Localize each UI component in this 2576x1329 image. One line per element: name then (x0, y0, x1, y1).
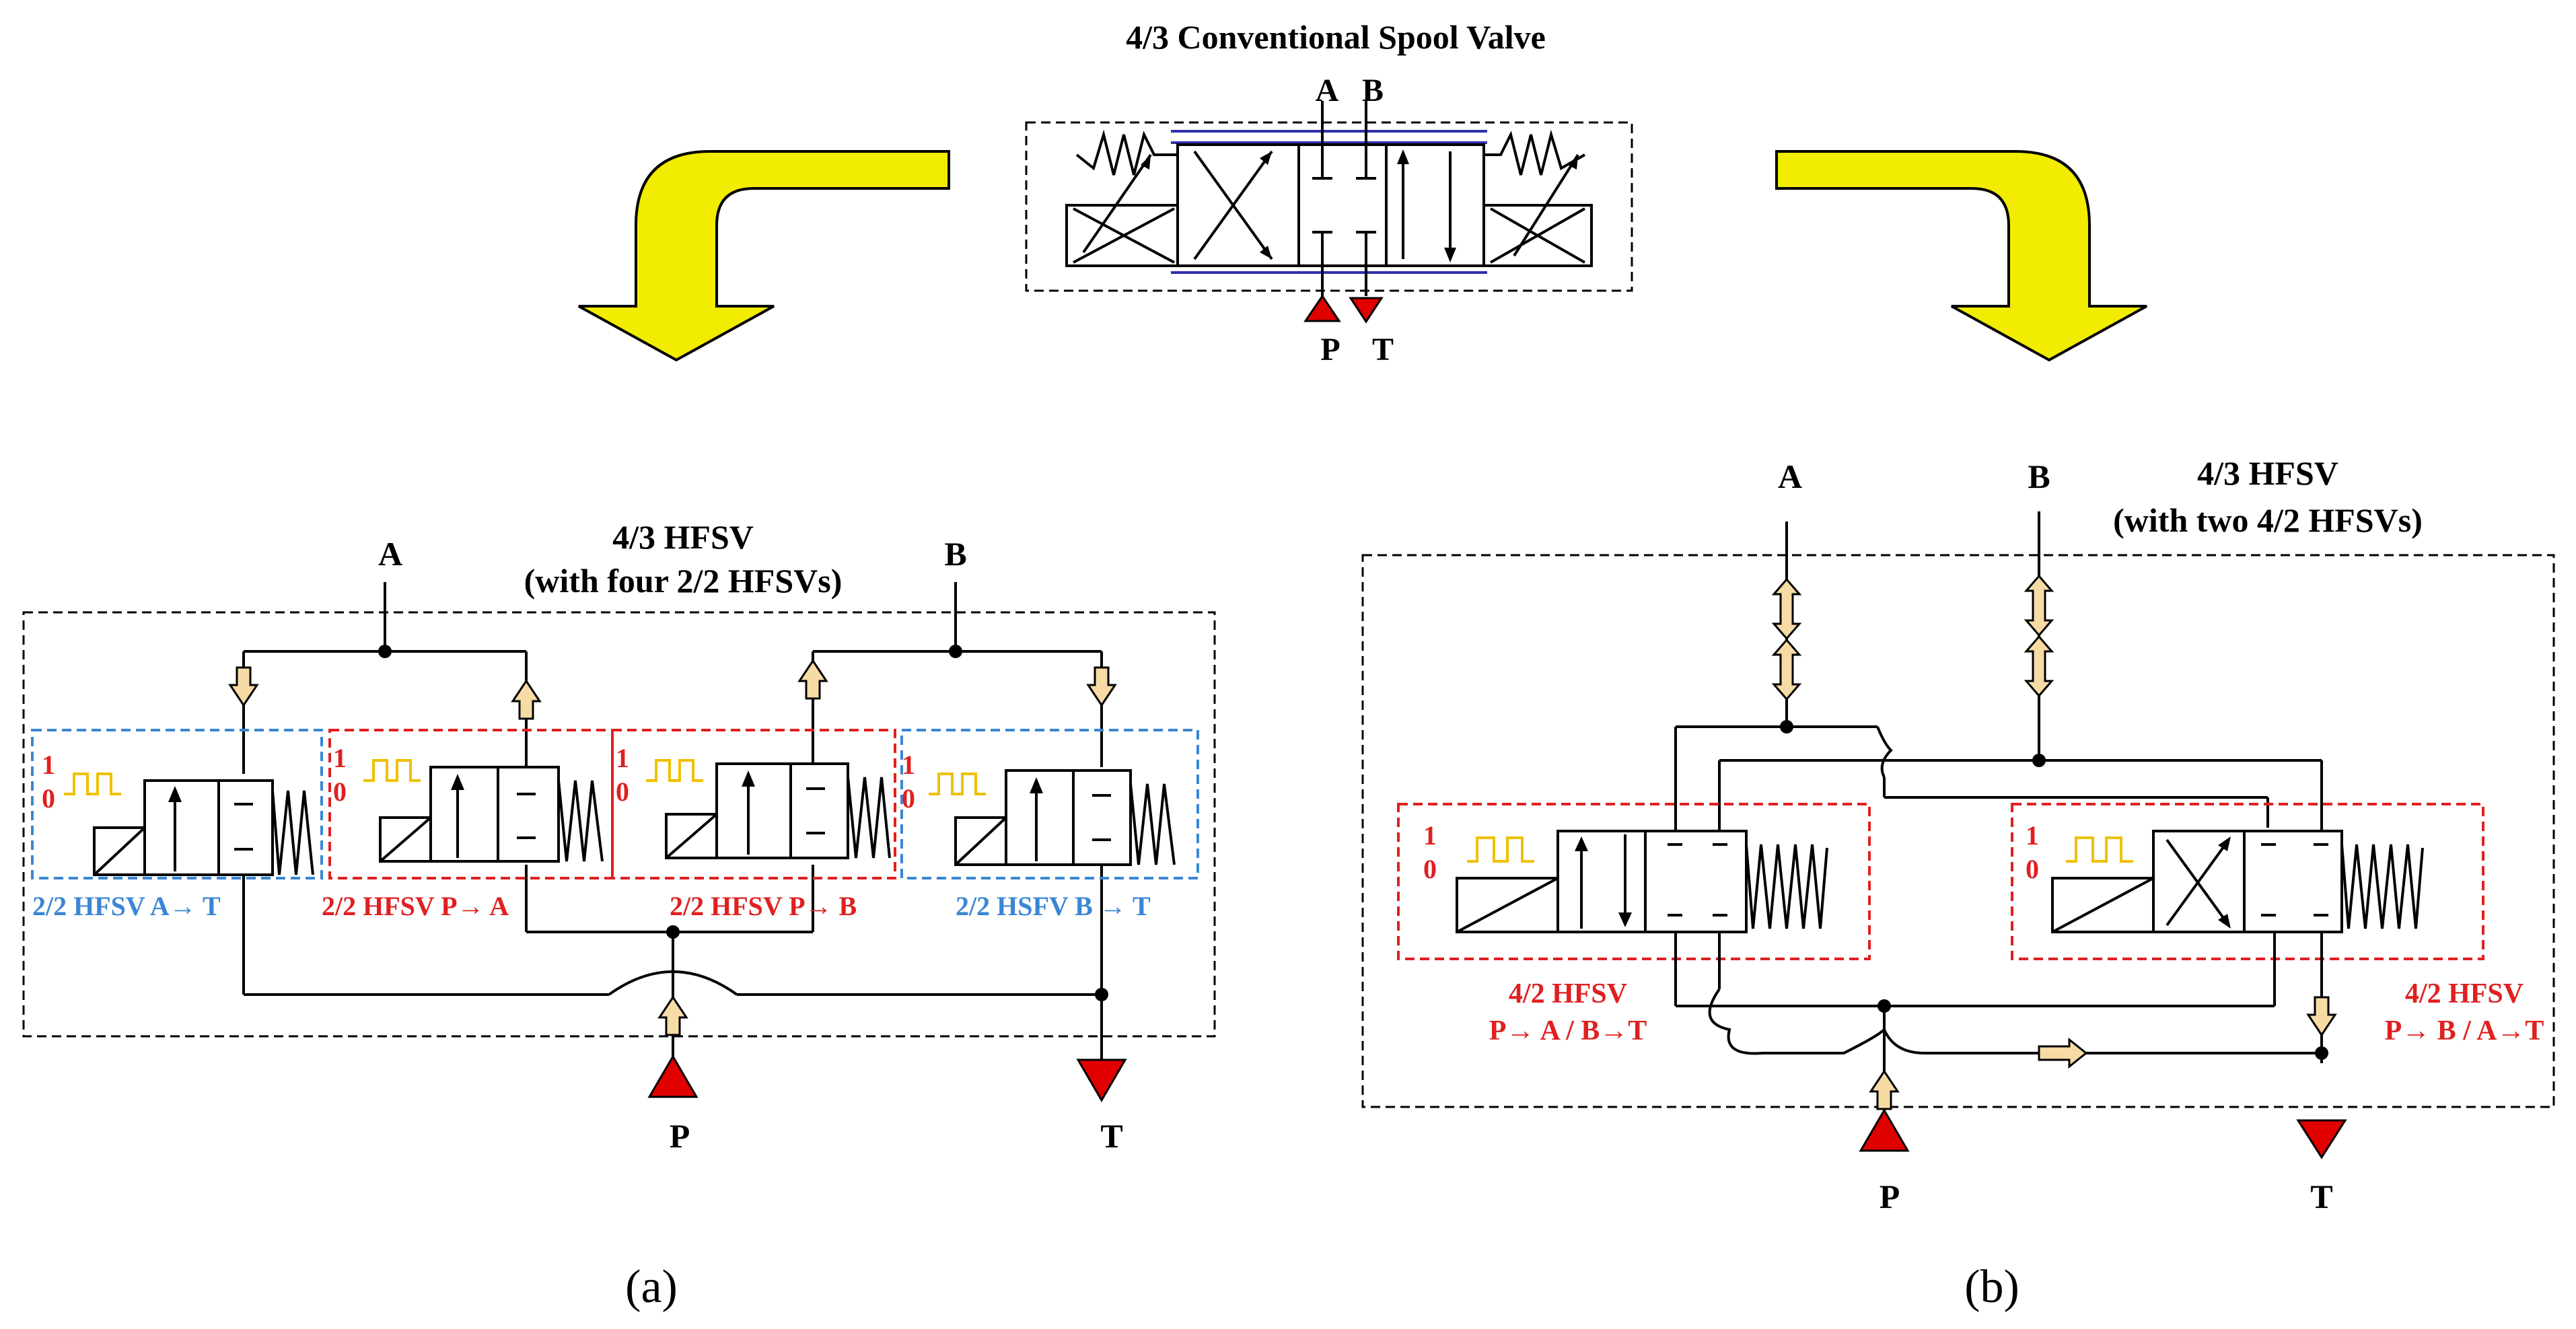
panel-a-port-b: B (944, 535, 966, 573)
right-spring (1484, 129, 1585, 176)
cross-position (1176, 143, 1300, 267)
valve-a-to-t: 1 0 2/2 HFSV A→ T (31, 729, 323, 921)
conventional-valve: 4/3 Conventional Spool Valve (1025, 18, 1633, 367)
valve-b2-label-line1: 4/2 HFSV (2405, 978, 2524, 1009)
top-pressure-port-triangle (1303, 294, 1341, 322)
panel-a-title-line2: (with four 2/2 HFSVs) (524, 562, 843, 600)
spring-3 (847, 777, 891, 859)
panel-a-caption: (a) (625, 1261, 678, 1313)
valve-b1-label-line2: P→ A / B→T (1489, 1015, 1647, 1046)
signal-high-3: 1 (616, 743, 629, 773)
signal-low-4: 0 (902, 783, 915, 814)
panel-a-pressure-triangle (647, 1054, 699, 1098)
flow-arrow-return-b (2038, 1037, 2088, 1069)
valve-4-2-left: 1 0 4/2 HFSV P→ A / B→T (1397, 803, 1871, 1046)
flow-arrow-pressure-b (1869, 1070, 1899, 1110)
left-spring (1075, 129, 1178, 176)
pulse-signal-3 (646, 759, 703, 782)
flow-arrow-port-b-1 (2025, 575, 2053, 637)
panel-a-port-p: P (670, 1117, 690, 1155)
panel-b-caption: (b) (1964, 1261, 2019, 1313)
panel-b-title-line2: (with two 4/2 HFSVs) (2113, 501, 2423, 539)
panel-a-title-line1: 4/3 HFSV (612, 518, 754, 556)
panel-b-port-b: B (2028, 458, 2050, 495)
valve-b2-label-line2: P→ B / A→T (2385, 1015, 2544, 1046)
flow-arrow-port-a-2 (1773, 639, 1801, 701)
top-tank-port-triangle (1349, 297, 1384, 324)
panel-b-port-t: T (2310, 1178, 2332, 1215)
valve-label-a-to-t: 2/2 HFSV A→ T (32, 891, 221, 921)
spring-2 (557, 780, 604, 862)
spring-b2 (2340, 844, 2424, 929)
flow-arrow-p-to-a (511, 680, 541, 720)
signal-high-b2: 1 (2026, 820, 2039, 851)
panel-b-tank-triangle (2296, 1119, 2347, 1159)
panel-a-port-t: T (1100, 1117, 1122, 1155)
valve-label-b-to-t: 2/2 HSFV B → T (956, 891, 1151, 921)
flow-arrow-tank-b (2307, 996, 2336, 1036)
flow-arrow-p-to-b (798, 659, 828, 700)
panel-b-port-p: P (1880, 1178, 1900, 1215)
valve-b-to-t: 1 0 2/2 HSFV B → T (900, 729, 1199, 921)
valve-p-to-b: 1 0 2/2 HFSV P→ B (611, 729, 896, 921)
signal-low-b1: 0 (1423, 854, 1437, 884)
pulse-signal-1 (64, 773, 121, 795)
signal-low-2: 0 (333, 777, 347, 807)
valve-b1-label-line1: 4/2 HFSV (1509, 978, 1627, 1009)
panel-a-port-a: A (378, 535, 402, 573)
panel-b-title-line1: 4/3 HFSV (2197, 454, 2338, 492)
pulse-signal-4 (929, 773, 986, 795)
top-port-p: P (1320, 332, 1340, 367)
top-port-a: A (1316, 73, 1339, 108)
spring-b1 (1745, 844, 1828, 929)
conventional-valve-boundary (1025, 121, 1633, 292)
top-port-t: T (1372, 332, 1394, 367)
signal-high-b1: 1 (1423, 820, 1437, 851)
panel-a: 4/3 HFSV (with four 2/2 HFSVs) A B (22, 518, 1216, 1313)
flow-arrow-port-b-2 (2025, 635, 2053, 697)
valve-4-2-right: 1 0 4/2 HFSV P→ B / A→T (2011, 803, 2544, 1046)
top-title: 4/3 Conventional Spool Valve (1126, 18, 1546, 56)
signal-low-1: 0 (42, 783, 55, 814)
spring-4 (1129, 783, 1176, 865)
flow-arrow-pressure (658, 996, 688, 1036)
panel-b-port-a: A (1778, 458, 1802, 495)
panel-b: 4/3 HFSV (with two 4/2 HFSVs) A B 1 0 (1361, 454, 2555, 1313)
signal-high-2: 1 (333, 743, 347, 773)
flow-arrow-b-to-t (1087, 666, 1116, 707)
left-curved-arrow (578, 150, 950, 362)
spring-1 (271, 790, 314, 875)
panel-a-boundary (22, 611, 1216, 1038)
valve-p-to-a: 1 0 2/2 HFSV P→ A (322, 729, 614, 921)
signal-high-1: 1 (42, 750, 55, 780)
pulse-signal-2 (363, 759, 421, 782)
valve-label-p-to-a: 2/2 HFSV P→ A (322, 891, 509, 921)
top-port-b: B (1362, 73, 1384, 108)
panel-b-pressure-triangle (1859, 1108, 1910, 1152)
right-curved-arrow (1775, 150, 2147, 362)
flow-arrow-a-to-t (229, 666, 258, 707)
valve-label-p-to-b: 2/2 HFSV P→ B (670, 891, 857, 921)
signal-low-3: 0 (616, 777, 629, 807)
flow-arrow-port-a-1 (1773, 578, 1801, 640)
signal-low-b2: 0 (2026, 854, 2039, 884)
pulse-signal-b1 (1467, 836, 1534, 863)
panel-b-boundary (1361, 554, 2555, 1108)
pulse-signal-b2 (2066, 836, 2133, 863)
panel-a-tank-triangle (1076, 1058, 1127, 1102)
signal-high-4: 1 (902, 750, 915, 780)
center-position (1297, 143, 1388, 267)
